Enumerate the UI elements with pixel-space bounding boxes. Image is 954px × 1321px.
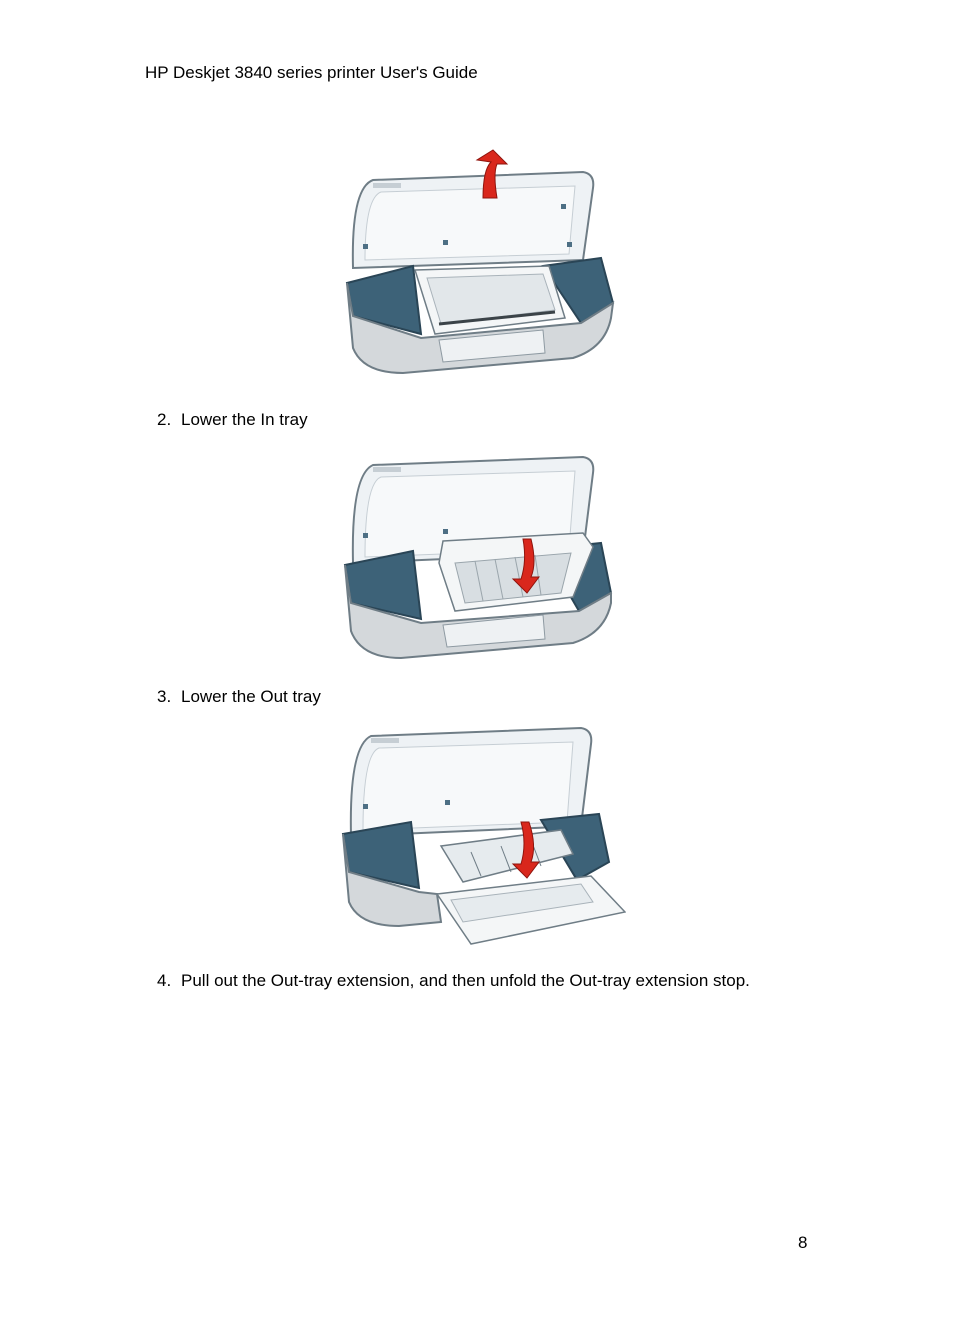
step-3-number: 3. [157, 687, 172, 706]
step-3-text: Lower the Out tray [181, 687, 321, 706]
step-4-text: Pull out the Out-tray extension, and the… [181, 971, 750, 990]
printer-open-cover-illustration [343, 148, 618, 378]
step-2: 2. Lower the In tray [157, 409, 308, 431]
lower-in-tray-illustration [343, 453, 618, 661]
step-2-text: Lower the In tray [181, 410, 308, 429]
step-4: 4. Pull out the Out-tray extension, and t… [157, 970, 750, 992]
step-4-number: 4. [157, 971, 172, 990]
document-header-title: HP Deskjet 3840 series printer User's Gu… [145, 63, 478, 82]
lower-out-tray-illustration [341, 726, 626, 948]
step-3: 3. Lower the Out tray [157, 686, 321, 708]
page-number: 8 [798, 1233, 808, 1252]
step-2-number: 2. [157, 410, 172, 429]
